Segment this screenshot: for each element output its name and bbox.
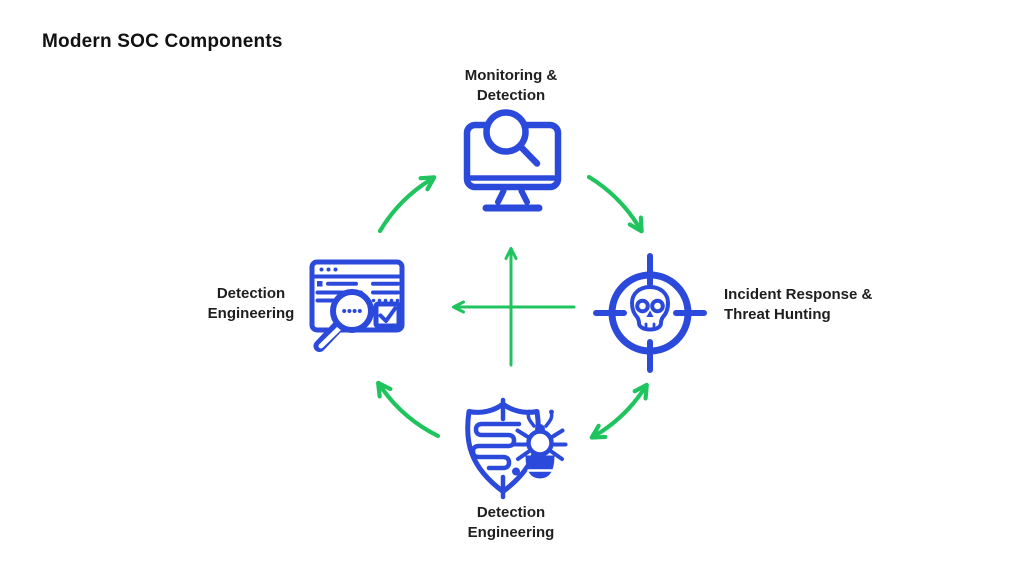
node-label-detection-engineering-left: Detection Engineering (207, 285, 295, 322)
arrow-left-to-top (377, 175, 437, 234)
skull-crosshair-icon (593, 253, 707, 373)
shield-bug-icon (465, 397, 568, 500)
monitor-magnifier-icon (463, 109, 562, 212)
node-label-detection-engineering-bottom: Detection Engineering (467, 504, 555, 541)
node-label-monitoring-detection: Monitoring & Detection (464, 67, 558, 104)
arrow-top-to-right (586, 174, 644, 234)
browser-search-icon (309, 259, 405, 352)
node-label-incident-response: Incident Response & Threat Hunting (724, 286, 873, 323)
center-cross-arrows (452, 247, 576, 367)
arrow-bottom-to-left (376, 380, 441, 439)
arrow-right-bottom-bidirectional (589, 382, 649, 440)
page-title: Modern SOC Components (42, 31, 283, 52)
